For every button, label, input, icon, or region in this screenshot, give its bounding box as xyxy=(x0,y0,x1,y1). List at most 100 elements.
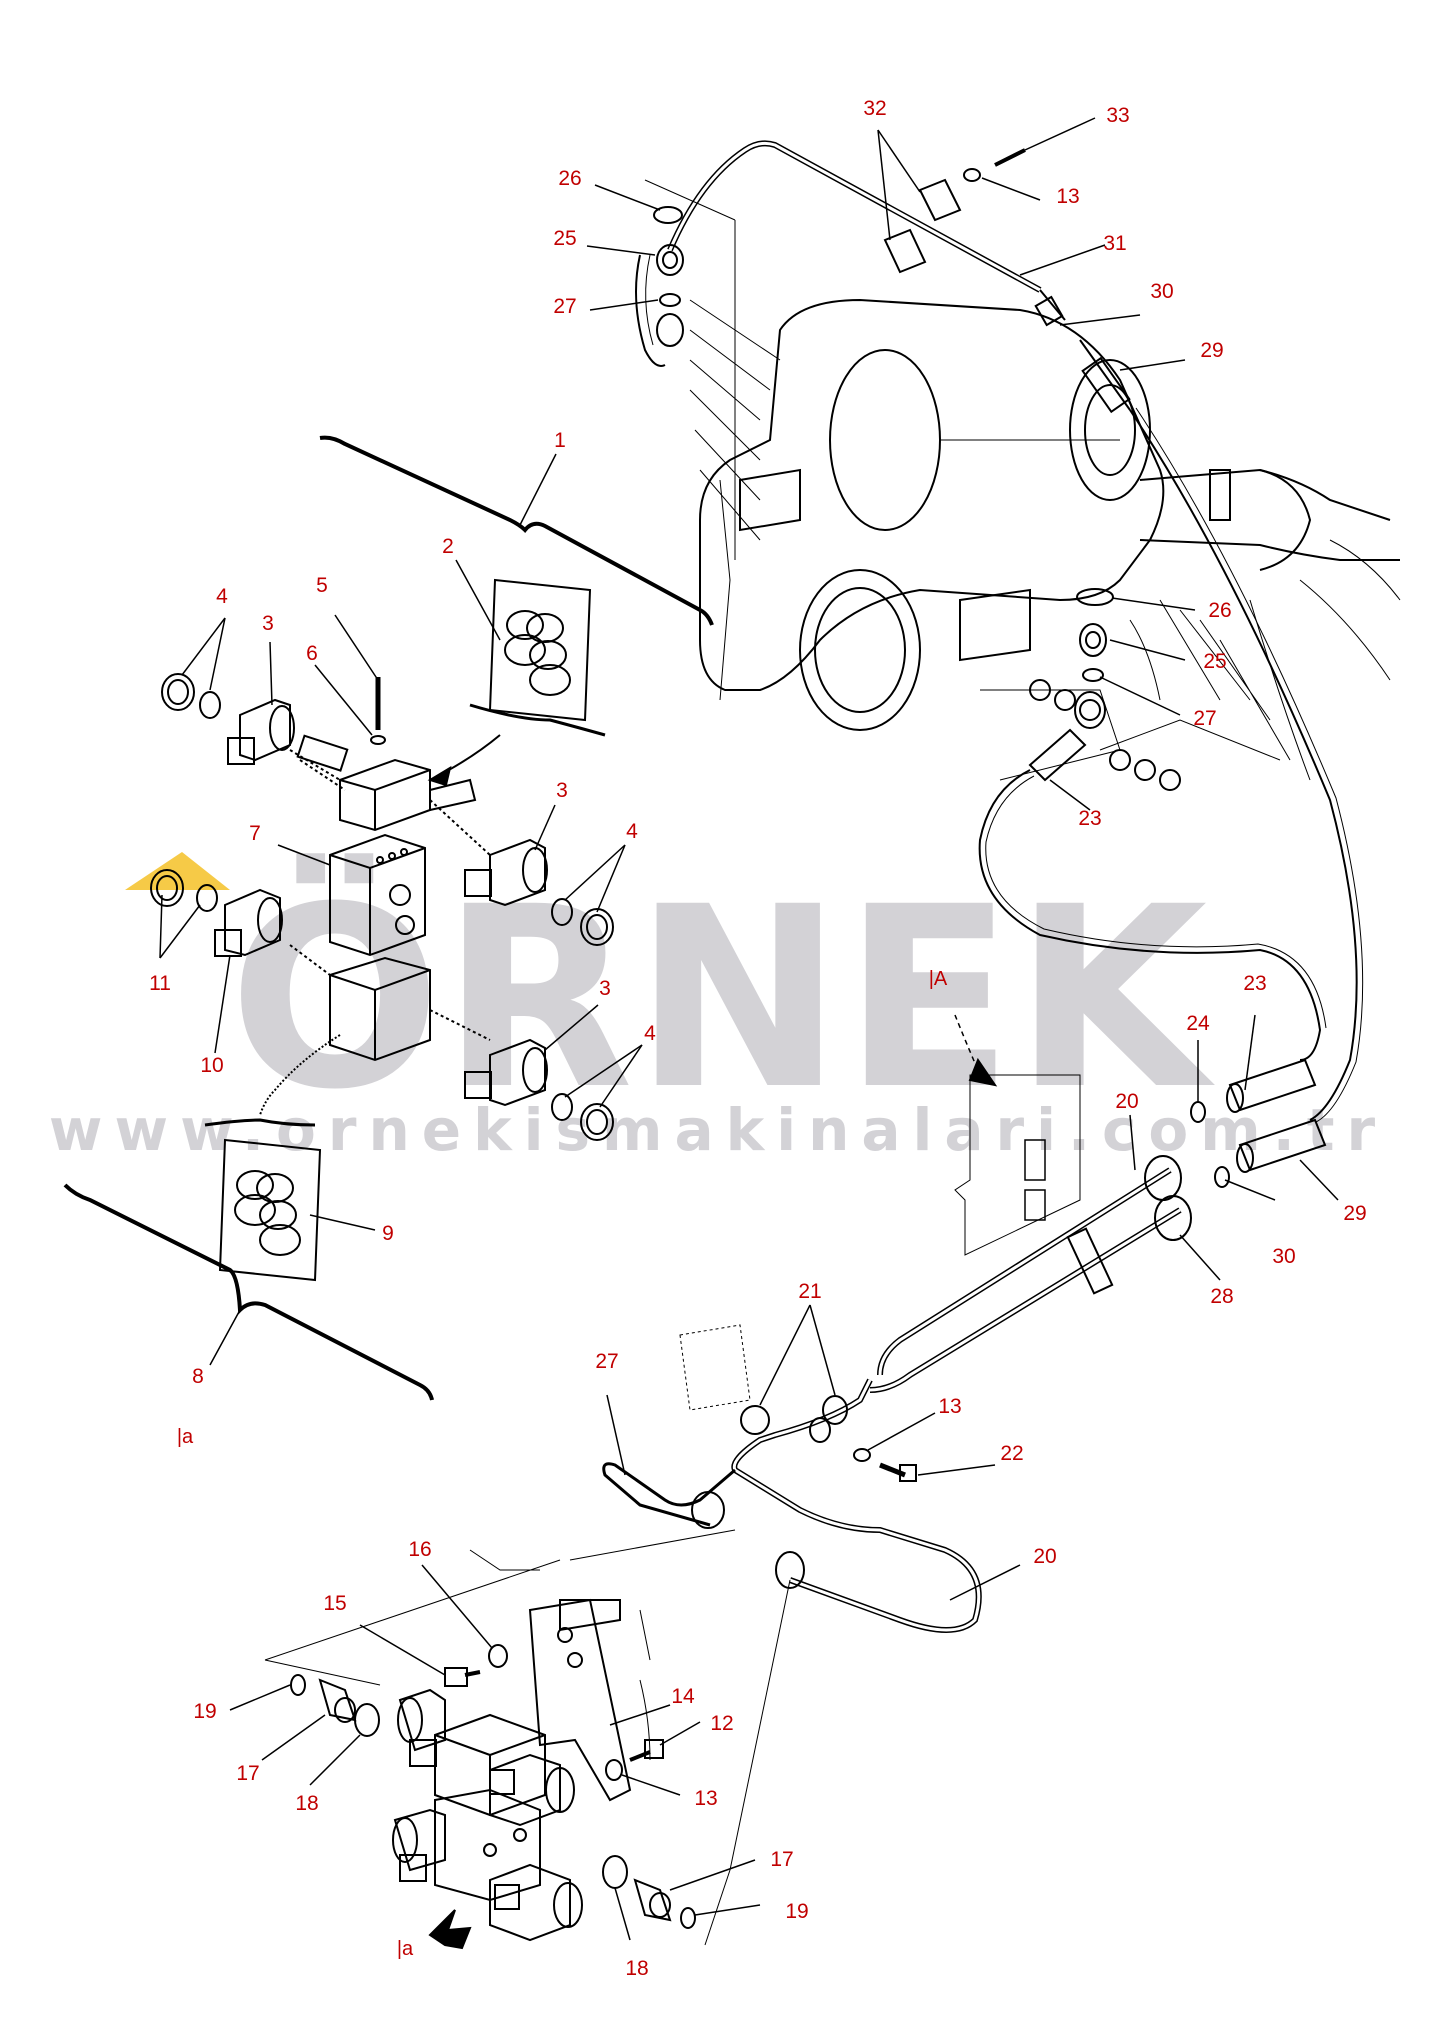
callout-9: 9 xyxy=(382,1222,394,1245)
bushing-27 xyxy=(691,1491,725,1529)
bolt-15 xyxy=(444,1667,468,1687)
callout-16: 16 xyxy=(408,1538,431,1561)
seal-kit-bag-2 xyxy=(488,578,592,722)
washer-6 xyxy=(370,735,386,745)
clamp-32-b xyxy=(883,228,927,274)
callout-27-c: 27 xyxy=(595,1350,618,1373)
hose-23-end xyxy=(1028,728,1087,782)
pipe-assembly-lower xyxy=(569,1324,982,1946)
nut-11 xyxy=(150,869,184,907)
bolt-22 xyxy=(879,1462,906,1478)
nut-4-upper-left xyxy=(161,673,195,711)
line-art xyxy=(63,117,1401,1950)
fitting-25-top xyxy=(656,244,684,276)
callout-10: 10 xyxy=(200,1054,223,1077)
solenoid-coil-10 xyxy=(224,888,281,957)
view-ref-A: |A xyxy=(929,968,948,990)
callout-25-b: 25 xyxy=(1203,650,1226,673)
fitting-25-right xyxy=(1079,623,1107,657)
callout-21: 21 xyxy=(798,1280,821,1303)
callout-7: 7 xyxy=(249,822,261,845)
brace-1 xyxy=(319,435,714,626)
callout-22: 22 xyxy=(1000,1442,1023,1465)
valve-bank-lower xyxy=(264,1549,696,1950)
watermark: ÖRNEK www.ornekismakinalari.com.tr xyxy=(49,852,1387,1164)
seal-kit-bag-9 xyxy=(218,1138,322,1282)
callout-15: 15 xyxy=(323,1592,346,1615)
o-ring-18-left xyxy=(354,1703,380,1737)
callout-26-b: 26 xyxy=(1208,599,1231,622)
clamp-32-a xyxy=(918,178,962,222)
callout-13-a: 13 xyxy=(1056,185,1079,208)
callout-13-c: 13 xyxy=(694,1787,717,1810)
callout-11: 11 xyxy=(149,972,171,995)
callout-18-a: 18 xyxy=(295,1792,318,1815)
drive-housing xyxy=(699,298,1165,691)
bracket-detail xyxy=(954,1074,1081,1256)
callout-30-b: 30 xyxy=(1272,1245,1295,1268)
o-ring-26-right xyxy=(1076,588,1114,606)
callout-31: 31 xyxy=(1103,232,1126,255)
valve-body-lower xyxy=(329,956,431,1062)
o-ring-27-right xyxy=(1082,668,1104,682)
hose-23-fitting xyxy=(1228,1058,1317,1112)
nut-4-lower xyxy=(580,1103,614,1141)
washer-13-bank xyxy=(605,1759,623,1781)
view-ref-a-top: |a xyxy=(177,1426,194,1448)
callout-20-b: 20 xyxy=(1033,1545,1056,1568)
coil-bank-upper-right xyxy=(489,1753,561,1827)
washer-16 xyxy=(488,1644,508,1668)
hose-29-fitting xyxy=(1238,1118,1327,1172)
valve-body-bank-lower xyxy=(434,1788,541,1902)
callout-labels: 1 2 3 3 3 4 4 4 5 6 7 8 9 10 11 12 13 13… xyxy=(149,97,1367,1980)
view-ref-a-bottom: |a xyxy=(397,1938,414,1960)
pipe-assembly-upper xyxy=(635,140,1364,1123)
callout-6: 6 xyxy=(306,642,318,665)
valve-body-bank-upper xyxy=(434,1713,546,1817)
bolt-33 xyxy=(994,148,1026,167)
callout-5: 5 xyxy=(316,574,328,597)
callout-29-b: 29 xyxy=(1343,1202,1366,1225)
coil-bank-lower-right xyxy=(489,1863,571,1942)
hose-29-end xyxy=(1081,356,1131,414)
callout-3-a: 3 xyxy=(262,612,274,635)
fitting-30 xyxy=(1034,295,1064,327)
manifold-block-7 xyxy=(329,833,426,957)
callout-3-c: 3 xyxy=(599,977,611,1000)
callout-27-a: 27 xyxy=(553,295,576,318)
callout-2: 2 xyxy=(442,535,454,558)
valve-assembly-group-1 xyxy=(63,435,714,1401)
callout-23-b: 23 xyxy=(1243,972,1266,995)
callout-14: 14 xyxy=(671,1685,695,1708)
callout-24: 24 xyxy=(1186,1012,1210,1035)
callout-32: 32 xyxy=(863,97,886,120)
valve-body-upper xyxy=(339,758,431,832)
brace-8 xyxy=(63,1183,434,1401)
watermark-url: www.ornekismakinalari.com.tr xyxy=(49,1096,1387,1164)
washer-13-mid xyxy=(853,1448,871,1462)
solenoid-coil-3-left xyxy=(239,698,291,762)
callout-19-a: 19 xyxy=(193,1700,216,1723)
callout-13-b: 13 xyxy=(938,1395,961,1418)
pipe-clamp xyxy=(1066,1227,1114,1295)
callout-30-a: 30 xyxy=(1150,280,1173,303)
callout-27-b: 27 xyxy=(1193,707,1216,730)
callout-12: 12 xyxy=(710,1712,733,1735)
o-ring-30 xyxy=(1214,1166,1230,1188)
grommet-21-a xyxy=(740,1405,770,1435)
washer-13-top xyxy=(963,168,981,182)
o-ring-19-right xyxy=(680,1907,696,1929)
solenoid-coil-3-right xyxy=(489,838,546,907)
callout-18-b: 18 xyxy=(625,1957,648,1980)
watermark-accent-mark xyxy=(125,852,230,890)
callout-3-b: 3 xyxy=(556,779,568,802)
o-ring-19-left xyxy=(290,1674,306,1696)
solenoid-coil-3-lower xyxy=(489,1038,546,1107)
callout-17-a: 17 xyxy=(236,1762,259,1785)
callout-33: 33 xyxy=(1106,104,1129,127)
callout-29-a: 29 xyxy=(1200,339,1223,362)
nut-28 xyxy=(1154,1195,1192,1241)
o-ring-18-right xyxy=(602,1855,628,1889)
